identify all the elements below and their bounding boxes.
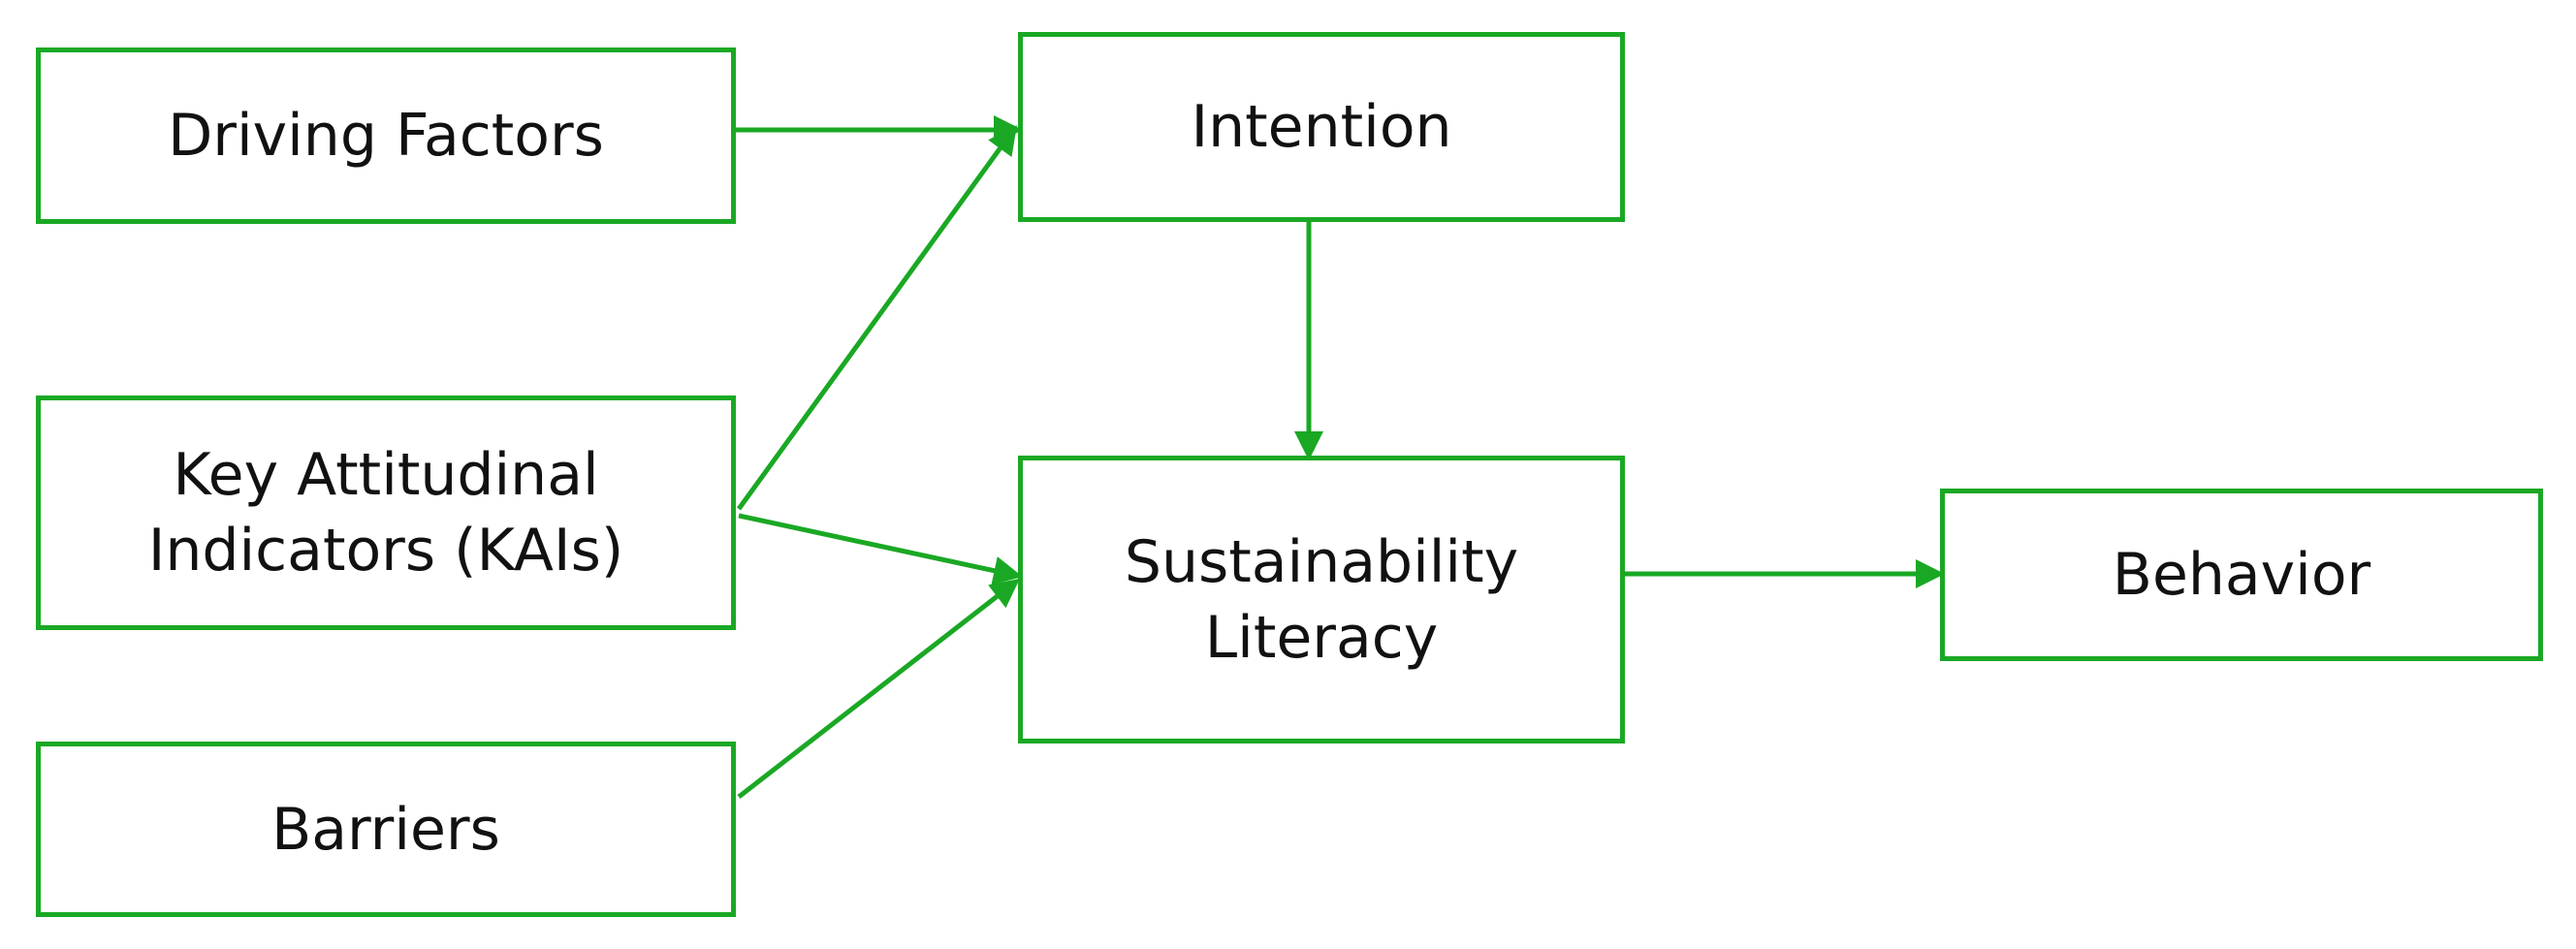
node-intention: Intention <box>1018 32 1625 222</box>
node-literacy-label-line2: Literacy <box>1204 603 1439 672</box>
arrow-barriers-to-literacy <box>737 578 1020 799</box>
node-driving-factors-label: Driving Factors <box>168 102 604 170</box>
node-barriers-label: Barriers <box>271 795 500 864</box>
node-barriers: Barriers <box>36 742 736 917</box>
node-literacy-label-line1: Sustainability <box>1124 527 1519 596</box>
arrow-kai-to-literacy <box>738 513 1023 585</box>
node-kai-label-line2: Indicators (KAIs) <box>147 517 624 585</box>
arrow-kai-to-intention <box>736 124 1017 511</box>
node-kai-label-line1: Key Attitudinal <box>173 441 599 509</box>
node-key-attitudinal-indicators: Key Attitudinal Indicators (KAIs) <box>36 395 736 630</box>
node-behavior-label: Behavior <box>2112 541 2371 609</box>
node-behavior: Behavior <box>1940 489 2543 661</box>
node-sustainability-literacy: Sustainability Literacy <box>1018 456 1625 743</box>
node-driving-factors: Driving Factors <box>36 47 736 224</box>
node-intention-label: Intention <box>1191 93 1452 161</box>
